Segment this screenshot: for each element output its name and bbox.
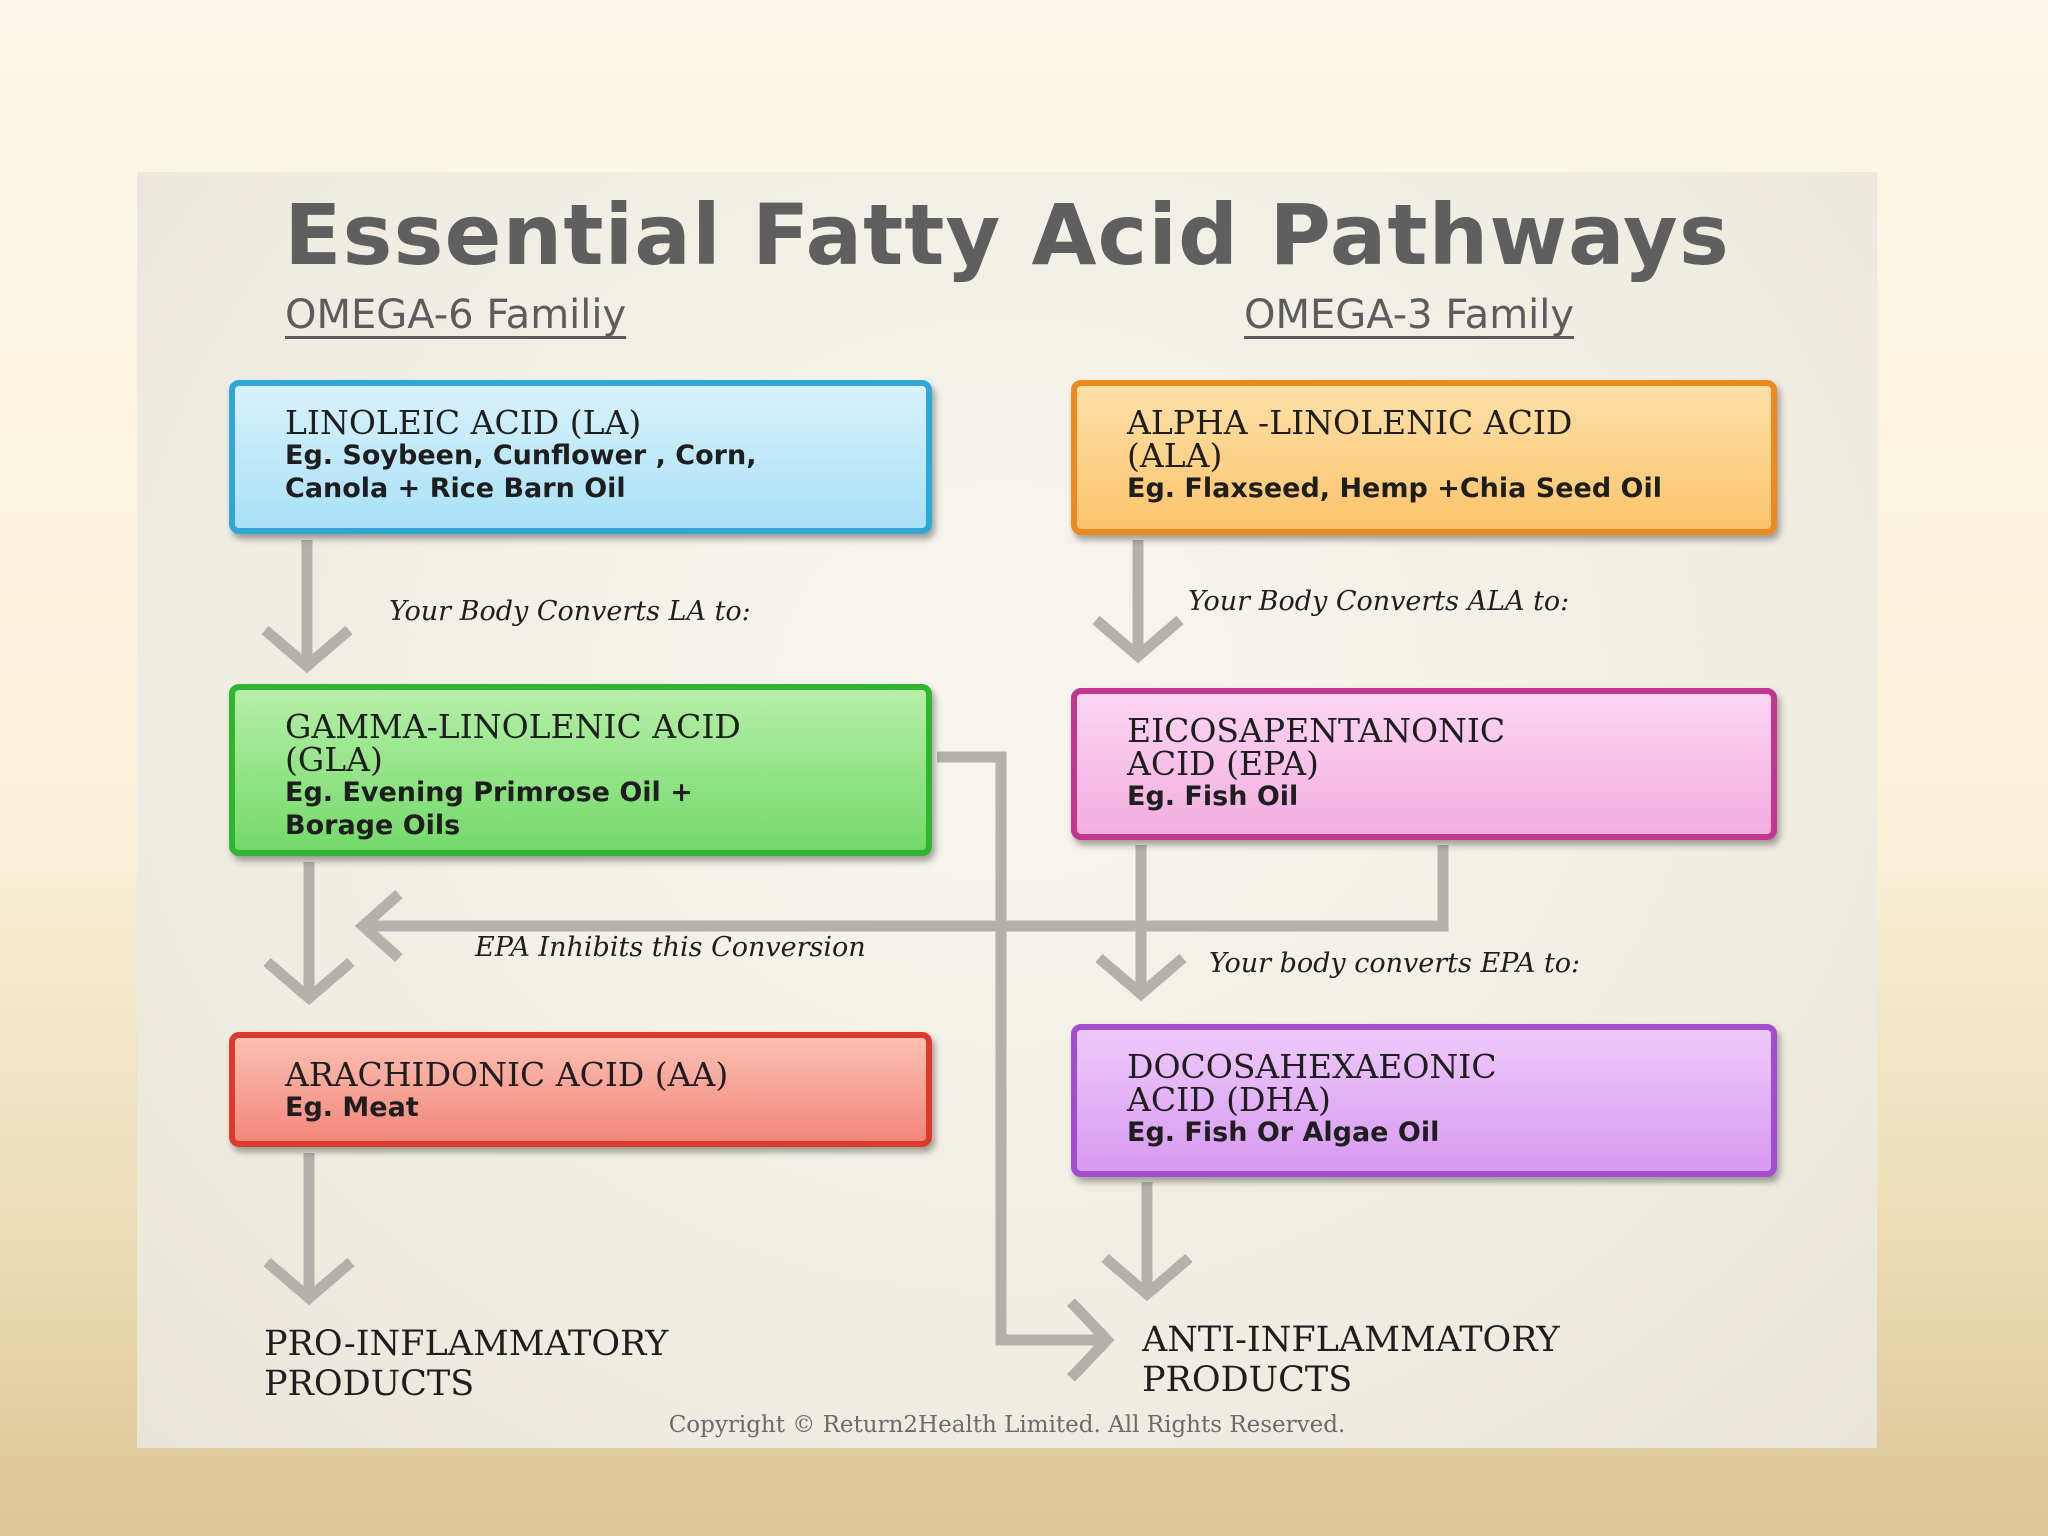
note-epa-converts: Your body converts EPA to: [1209,948,1581,979]
note-epa-inhibits: EPA Inhibits this Conversion [475,932,866,963]
outcome-anti-inflammatory: ANTI-INFLAMMATORY PRODUCTS [1142,1320,1560,1400]
outcome-pro-line-1: PRO-INFLAMMATORY [264,1324,669,1364]
la-examples-line-1: Eg. Soybeen, Cunflower , Corn, [285,440,757,471]
diagram-title: Essential Fatty Acid Pathways [284,186,1730,284]
ala-name-line-2: (ALA) [1127,436,1223,475]
epa-name-line-2: ACID (EPA) [1127,744,1319,783]
gla-name-line-2: (GLA) [285,740,383,779]
arrowhead-gla-to-aa [263,957,355,1006]
arrowhead-ala-to-epa [1092,615,1184,664]
arrowhead-dha-to-anti [1101,1253,1193,1302]
outcome-anti-line-1: ANTI-INFLAMMATORY [1142,1320,1560,1360]
dha-name-line-1: DOCOSAHEXAEONIC [1127,1047,1497,1086]
copyright-notice: Copyright © Return2Health Limited. All R… [668,1412,1346,1438]
box-alpha-linolenic-acid: ALPHA -LINOLENIC ACID (ALA) Eg. Flaxseed… [1071,380,1777,535]
arrowhead-aa-to-pro [263,1257,355,1306]
outcome-anti-line-2: PRODUCTS [1142,1360,1353,1400]
aa-examples: Eg. Meat [285,1092,419,1123]
arrowhead-la-to-gla [261,625,353,674]
gla-name-line-1: GAMMA-LINOLENIC ACID [285,707,741,746]
outcome-pro-line-2: PRODUCTS [264,1364,475,1404]
diagram-figure: Essential Fatty Acid Pathways OMEGA-6 Fa… [137,172,1877,1448]
box-arachidonic-acid: ARACHIDONIC ACID (AA) Eg. Meat [229,1032,932,1147]
omega6-family-heading: OMEGA-6 Familiy [285,292,627,338]
arrow-gla-to-anti [937,751,1103,1346]
box-gamma-linolenic-acid: GAMMA-LINOLENIC ACID (GLA) Eg. Evening P… [229,684,932,856]
gla-examples-line-2: Borage Oils [285,810,461,841]
dha-examples: Eg. Fish Or Algae Oil [1127,1117,1440,1148]
box-linoleic-acid: LINOLEIC ACID (LA) Eg. Soybeen, Cunflowe… [229,380,932,534]
ala-name-line-1: ALPHA -LINOLENIC ACID [1127,403,1573,442]
ala-examples: Eg. Flaxseed, Hemp +Chia Seed Oil [1127,473,1663,504]
omega3-family-heading: OMEGA-3 Family [1244,292,1575,338]
outcome-pro-inflammatory: PRO-INFLAMMATORY PRODUCTS [264,1324,668,1404]
epa-name-line-1: EICOSAPENTANONIC [1127,711,1506,750]
arrowhead-gla-to-anti [1067,1298,1115,1382]
box-eicosapentanonic-acid: EICOSAPENTANONIC ACID (EPA) Eg. Fish Oil [1071,688,1777,840]
pathway-arrows [261,540,1449,1382]
note-ala-converts: Your Body Converts ALA to: [1188,586,1570,617]
aa-name: ARACHIDONIC ACID (AA) [285,1055,729,1094]
la-examples-line-2: Canola + Rice Barn Oil [285,473,626,504]
arrow-epa-inhibits [365,845,1449,932]
note-la-converts: Your Body Converts LA to: [389,596,751,627]
epa-examples: Eg. Fish Oil [1127,781,1299,812]
gla-examples-line-1: Eg. Evening Primrose Oil + [285,777,693,808]
box-docosahexaeonic-acid: DOCOSAHEXAEONIC ACID (DHA) Eg. Fish Or A… [1071,1024,1777,1177]
arrowhead-epa-to-dha [1095,953,1187,1002]
dha-name-line-2: ACID (DHA) [1127,1080,1331,1119]
arrowhead-epa-inhibits [354,889,403,963]
la-name: LINOLEIC ACID (LA) [285,403,642,442]
